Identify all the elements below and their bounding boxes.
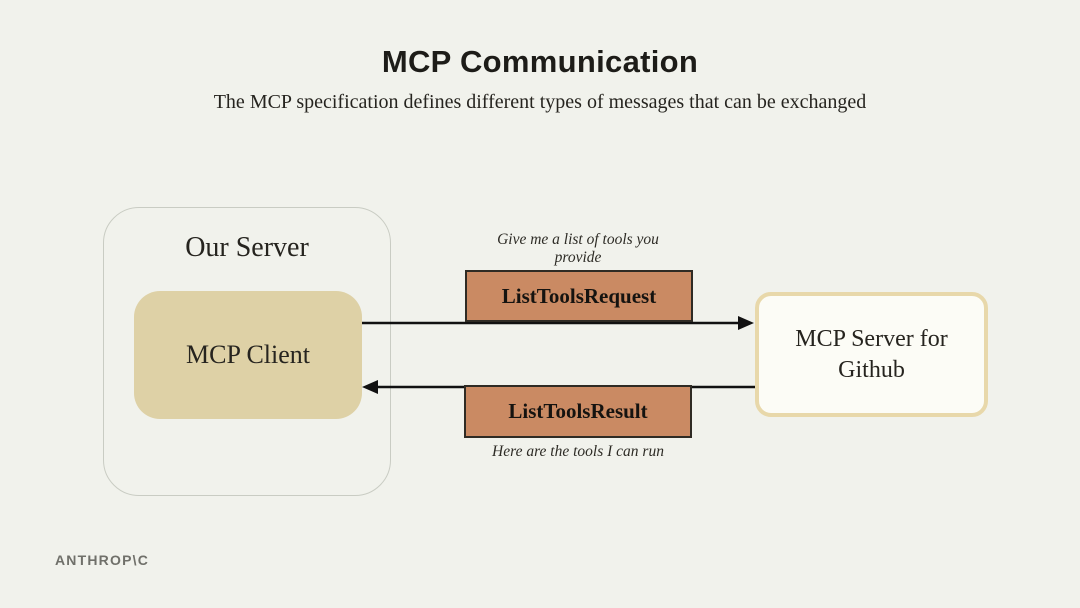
mcp-client-label: MCP Client bbox=[185, 340, 310, 369]
result-annotation: Here are the tools I can run bbox=[492, 443, 664, 460]
page-title: MCP Communication bbox=[381, 44, 699, 79]
request-arrow bbox=[362, 316, 754, 330]
our-server-box: Our Server bbox=[103, 207, 391, 496]
mcp-server-box: MCP Server for Github bbox=[755, 292, 988, 417]
list-tools-request-box: ListToolsRequest bbox=[465, 270, 693, 322]
mcp-server-label: MCP Server for Github bbox=[795, 325, 948, 383]
page-subtitle: The MCP specification defines different … bbox=[213, 91, 867, 113]
list-tools-result-label: ListToolsResult bbox=[508, 399, 648, 423]
anthropic-logo: ANTHROP\C bbox=[55, 552, 150, 568]
our-server-label: Our Server bbox=[185, 232, 309, 263]
list-tools-result-box: ListToolsResult bbox=[464, 385, 692, 438]
mcp-client-box: MCP Client bbox=[134, 291, 362, 419]
request-annotation: Give me a list of tools you provide bbox=[497, 231, 659, 266]
list-tools-request-label: ListToolsRequest bbox=[501, 283, 657, 308]
